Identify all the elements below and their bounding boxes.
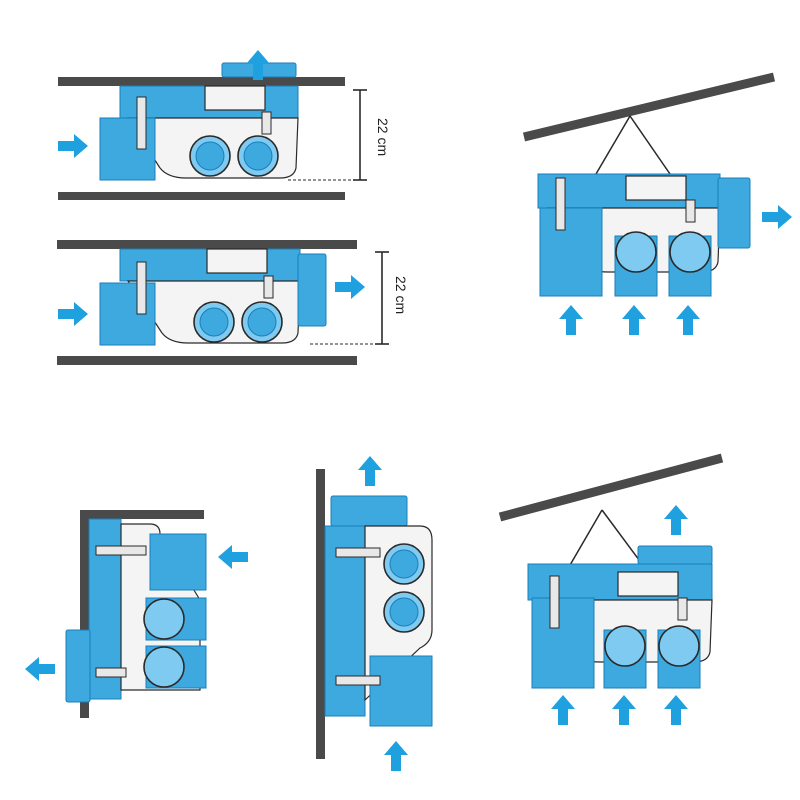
- ventilation-unit: [99, 248, 327, 346]
- panel-ceiling-horizontal-exhaust: 22 cm: [57, 240, 409, 365]
- intake-plenum: [149, 533, 207, 591]
- clearance-label-middle: 22 cm: [393, 276, 409, 314]
- exhaust-collar: [717, 177, 751, 249]
- panel-suspended-top-exhaust: [498, 453, 724, 725]
- hanging-wire: [565, 509, 603, 573]
- duct-port-right: [657, 625, 701, 689]
- arrow-icon: [25, 657, 55, 681]
- exhaust-collar: [330, 495, 408, 527]
- duct-port-lower: [383, 591, 425, 633]
- clearance-label-top: 22 cm: [375, 118, 391, 156]
- mounting-strap-right: [263, 275, 274, 299]
- duct-port-left: [614, 231, 658, 297]
- intake-plenum: [99, 282, 156, 346]
- mounting-strap-top: [335, 547, 381, 558]
- exhaust-collar: [637, 545, 713, 565]
- duct-port-lower: [143, 645, 207, 689]
- corner-wall-top: [80, 510, 204, 519]
- sloped-ceiling: [522, 72, 776, 142]
- ceiling-slab: [57, 240, 357, 249]
- panel-ceiling-vertical-exhaust: 22 cm: [58, 50, 391, 200]
- mounting-strap-bottom: [95, 667, 127, 678]
- ventilation-unit: [537, 173, 751, 297]
- exhaust-collar: [65, 629, 91, 703]
- intake-plenum: [99, 117, 156, 181]
- arrow-icon: [218, 545, 248, 569]
- mounting-strap-bottom: [335, 675, 381, 686]
- arrow-icon: [58, 134, 88, 158]
- intake-plenum: [531, 597, 595, 689]
- ceiling-slab: [58, 77, 345, 86]
- mounting-strap-right: [685, 199, 696, 223]
- ventilation-unit: [527, 545, 713, 689]
- panel-wall-vertical: [316, 456, 433, 771]
- arrow-icon: [551, 695, 575, 725]
- ventilation-unit: [324, 495, 433, 727]
- mounting-strap-left: [549, 575, 560, 629]
- intake-plenum: [539, 207, 603, 297]
- sloped-ceiling: [498, 453, 724, 522]
- panel-corner-left-exhaust: [25, 510, 248, 718]
- floor-slab: [58, 192, 345, 200]
- duct-port-left: [193, 301, 235, 343]
- mounting-strap-left: [555, 177, 566, 231]
- arrow-icon: [676, 305, 700, 335]
- duct-port-upper: [383, 543, 425, 585]
- mounting-strap-right: [261, 111, 272, 135]
- hanging-wire: [629, 115, 671, 175]
- arrow-icon: [664, 695, 688, 725]
- duct-port-upper: [143, 597, 207, 641]
- arrow-icon: [762, 205, 792, 229]
- exhaust-collar: [297, 253, 327, 327]
- arrow-icon: [622, 305, 646, 335]
- mounting-strap-right: [677, 597, 688, 621]
- arrow-icon: [384, 741, 408, 771]
- ventilation-unit: [99, 85, 299, 181]
- wall-slab: [316, 469, 325, 759]
- arrow-icon: [335, 275, 365, 299]
- ventilation-unit: [65, 518, 207, 703]
- duct-port-right: [241, 301, 283, 343]
- mounting-strap-left: [136, 261, 147, 315]
- floor-slab: [57, 356, 357, 365]
- panel-suspended-side-exhaust: [522, 72, 792, 335]
- mounting-strap-top: [95, 545, 147, 556]
- hanging-wire: [595, 115, 631, 175]
- arrow-icon: [358, 456, 382, 486]
- duct-port-right: [668, 231, 712, 297]
- arrow-icon: [559, 305, 583, 335]
- mounting-strap-left: [136, 96, 147, 150]
- corner-wall-vertical: [80, 510, 89, 718]
- arrow-icon: [664, 505, 688, 535]
- duct-port-left: [189, 135, 231, 177]
- duct-port-left: [603, 625, 647, 689]
- duct-port-right: [237, 135, 279, 177]
- arrow-icon: [612, 695, 636, 725]
- clearance-dimension-top: 22 cm: [288, 89, 391, 181]
- arrow-icon: [58, 302, 88, 326]
- clearance-dimension-middle: 22 cm: [310, 251, 409, 345]
- intake-plenum: [369, 655, 433, 727]
